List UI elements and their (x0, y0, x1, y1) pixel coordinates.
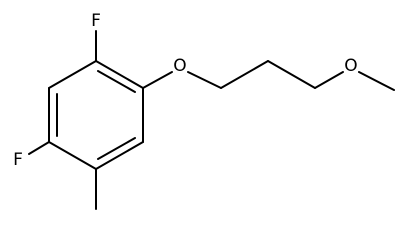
ring-bond-c1-c2 (95, 60, 144, 89)
bond-c2-ether-oxygen (142, 71, 173, 89)
fluorine-top-label: F (91, 11, 101, 31)
bond-ch2a-ch2b (220, 60, 269, 89)
bond-ch2c-methoxy-oxygen (314, 71, 344, 89)
bond-c5-fluorine (28, 141, 50, 155)
ether-oxygen-label: O (173, 56, 186, 76)
bond-oxygen-ch2a (187, 71, 222, 89)
bond-methoxy-oxygen-methyl (358, 71, 395, 91)
ring-bond-c4-c5 (48, 141, 97, 170)
fluorine-left-label: F (13, 150, 23, 170)
ring-double-bond-c1-c2 (97, 70, 136, 93)
bond-ch2b-ch2c (267, 60, 316, 89)
ring-double-bond-c3-c4 (97, 137, 136, 160)
ring-bond-c6-c1 (48, 60, 97, 89)
ring-bond-c3-c4 (95, 141, 144, 170)
benzene-ring (48, 60, 144, 170)
chemical-structure: F F O O (13, 11, 395, 210)
methoxy-oxygen-label: O (344, 56, 357, 76)
